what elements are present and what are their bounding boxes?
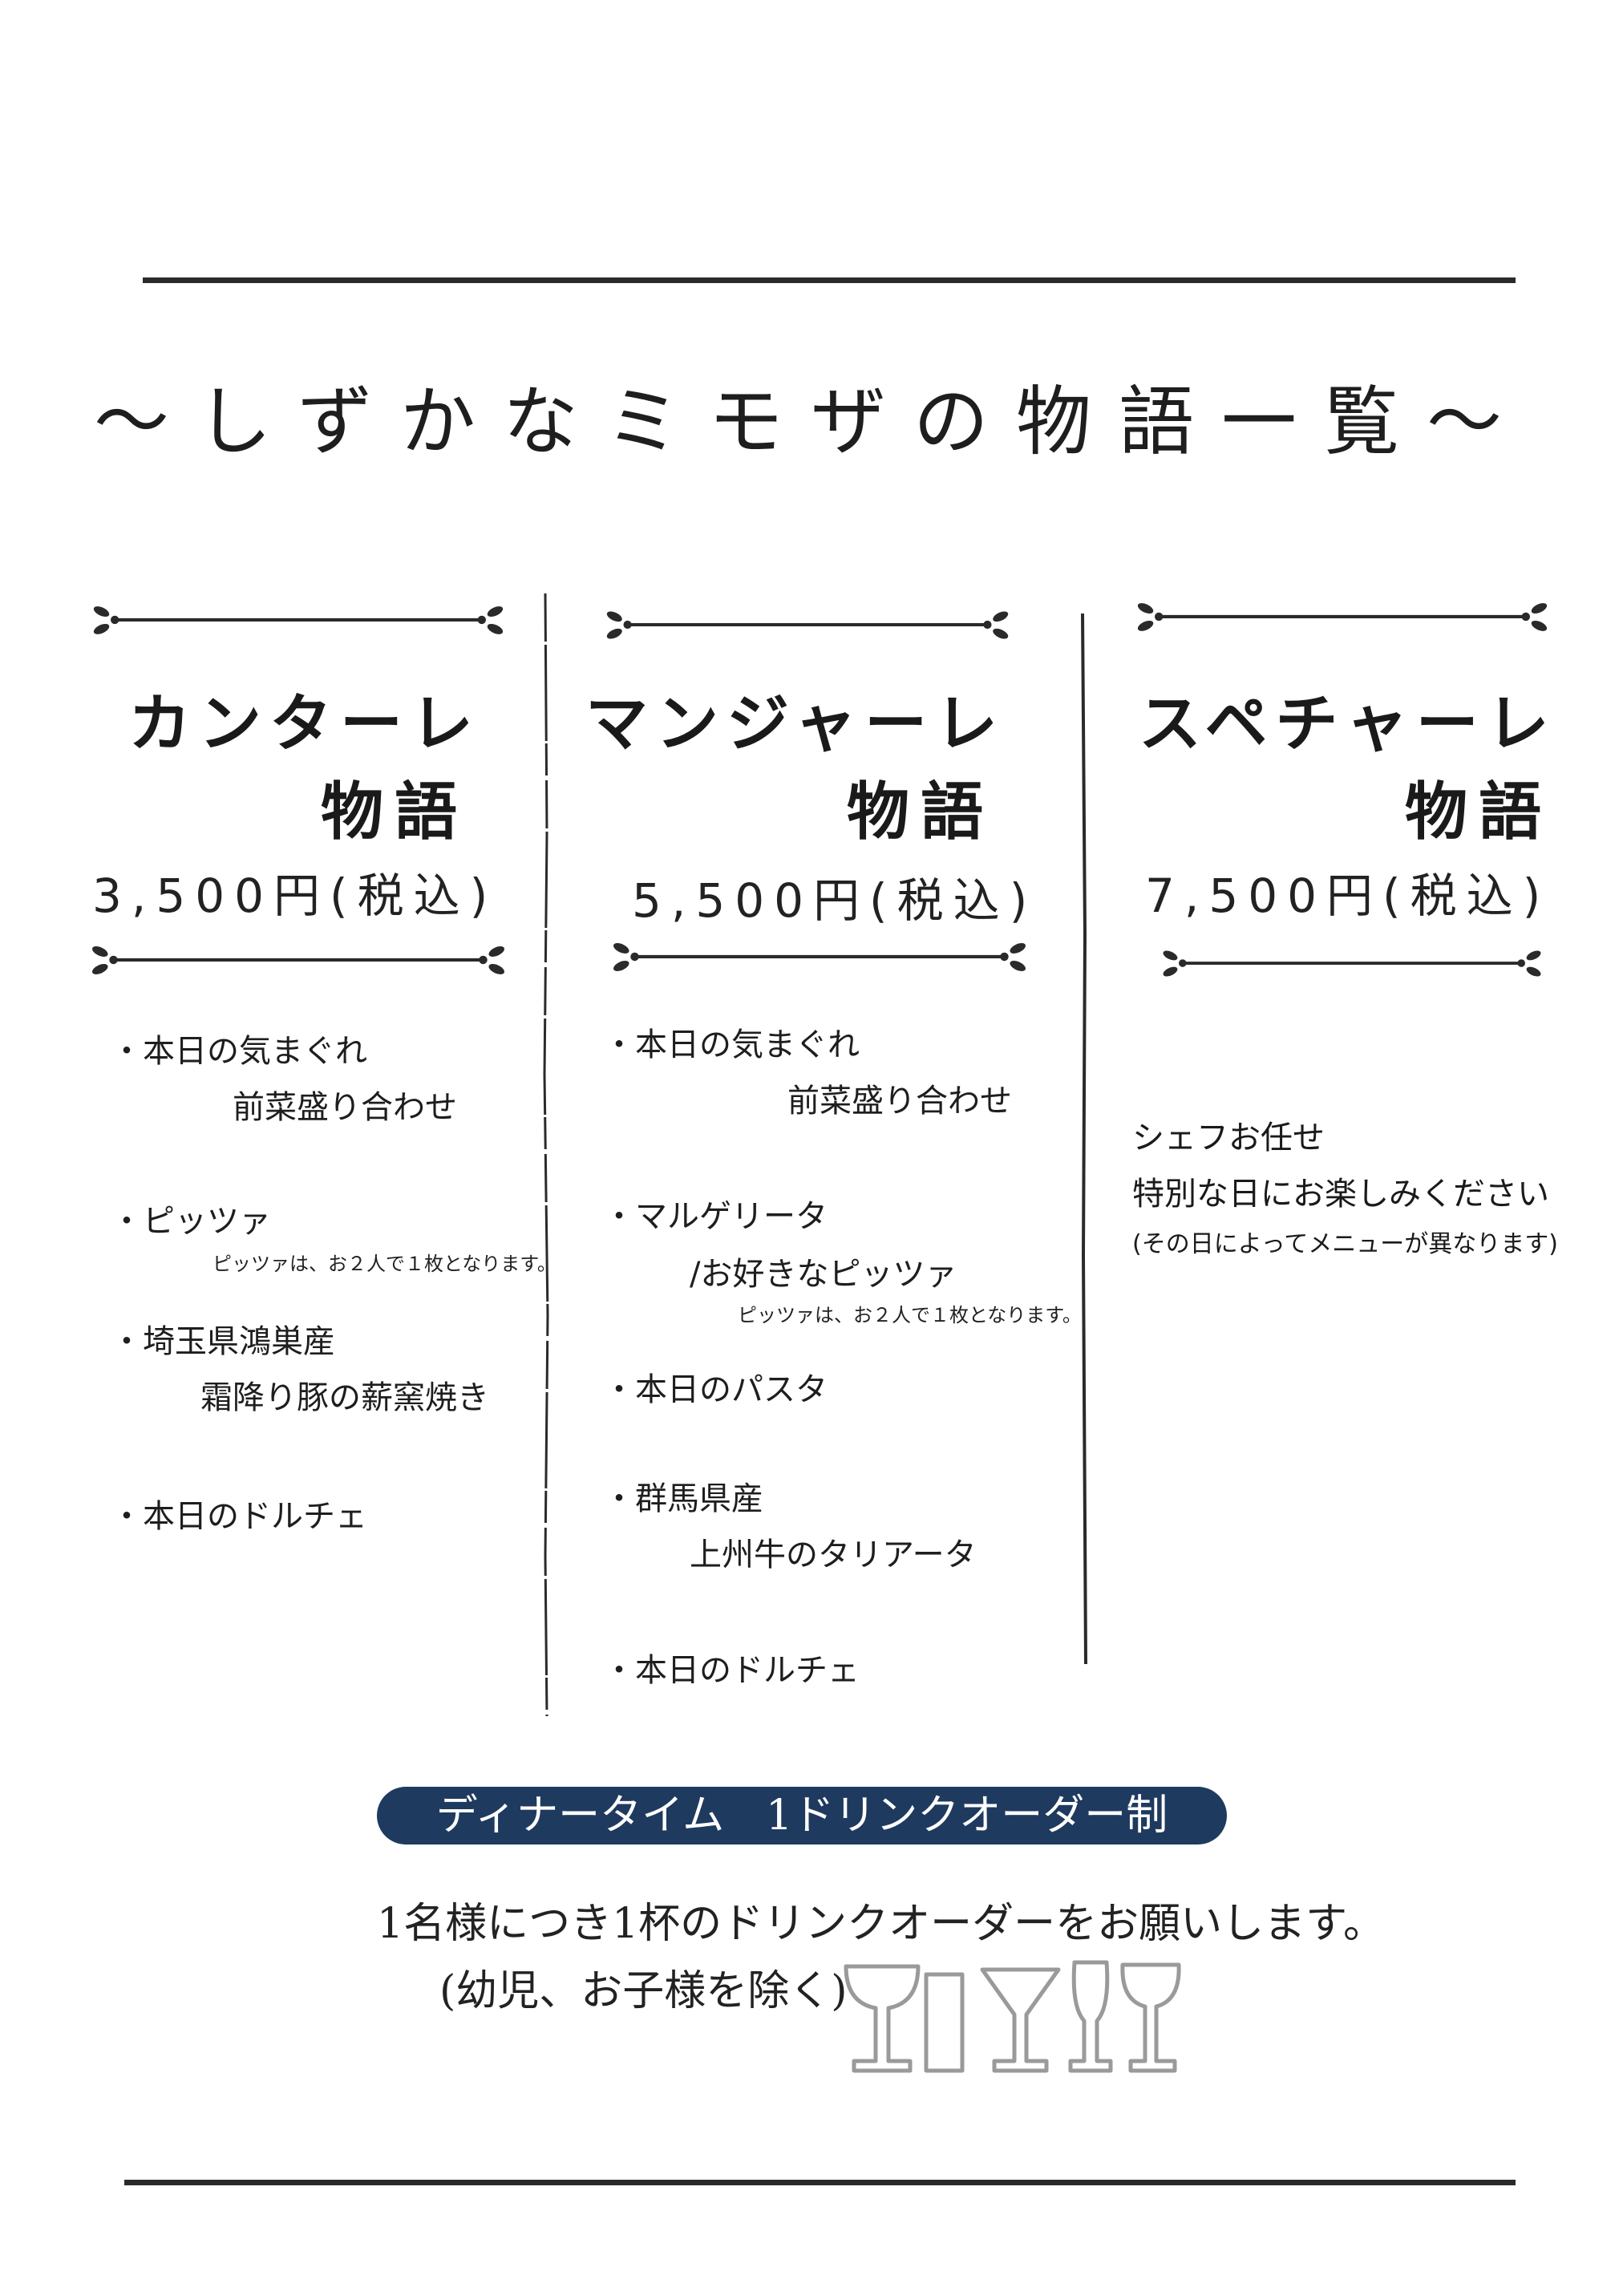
chef-note: (その日によってメニューが異なります) — [1132, 1230, 1559, 1258]
plan-name-mangiare: マンジャーレ — [585, 688, 1006, 760]
plan-name-cantare: カンターレ — [128, 688, 482, 760]
ornament-divider-icon — [1160, 947, 1544, 980]
list-item: ・マルゲリータ — [603, 1198, 828, 1235]
list-item: 上州牛のタリアータ — [690, 1537, 977, 1573]
plan-price-cantare: 3,500円(税込) — [92, 869, 498, 923]
list-item: 前菜盛り合わせ — [233, 1089, 457, 1126]
list-item: 霜降り豚の薪窯焼き — [200, 1379, 489, 1416]
column-separator-2 — [1081, 613, 1087, 1664]
list-item: ・本日の気まぐれ — [603, 1027, 860, 1063]
list-item: 前菜盛り合わせ — [787, 1083, 1012, 1120]
chef-choice-line: シェフお任せ — [1132, 1120, 1325, 1156]
plan-price-speciale: 7,500円(税込) — [1145, 869, 1551, 923]
ornament-divider-icon — [587, 940, 1052, 975]
drink-banner: ディナータイム 1ドリンクオーダー制 — [377, 1787, 1227, 1844]
list-item: ・本日のドルチェ — [111, 1498, 367, 1535]
plan-price-mangiare: 5,500円(税込) — [632, 873, 1038, 928]
plan-sub-cantare: 物語 — [321, 776, 469, 848]
bottom-rule — [124, 2180, 1516, 2185]
glassware-icon — [844, 1960, 1181, 2073]
list-item: ・ピッツァ — [111, 1203, 271, 1240]
list-item: ・群馬県産 — [603, 1480, 763, 1517]
pizza-note: ピッツァは、お２人で１枚となります。 — [738, 1304, 1082, 1326]
chef-special-line: 特別な日にお楽しみください — [1132, 1176, 1549, 1213]
list-item: /お好きなピッツァ — [690, 1256, 957, 1293]
list-item: ・本日の気まぐれ — [111, 1033, 367, 1070]
drink-exception-line: (幼児、お子様を除く) — [439, 1967, 848, 2015]
ornament-divider-icon — [603, 608, 1012, 643]
ornament-divider-icon — [83, 943, 513, 978]
page-title: 〜しずかなミモザの物語一覧〜 — [93, 379, 1530, 466]
drink-banner-text: ディナータイム 1ドリンクオーダー制 — [435, 1792, 1168, 1840]
list-item: ・本日のパスタ — [603, 1371, 828, 1408]
ornament-divider-icon — [90, 603, 507, 638]
list-item: ・本日のドルチェ — [603, 1652, 860, 1689]
plan-sub-speciale: 物語 — [1405, 776, 1553, 848]
top-rule — [143, 277, 1516, 283]
plan-name-speciale: スペチャーレ — [1139, 688, 1557, 760]
column-separator-1 — [543, 593, 549, 1716]
plan-sub-mangiare: 物語 — [847, 776, 995, 848]
pizza-note: ピッツァは、お２人で１枚となります。 — [212, 1253, 557, 1275]
ornament-divider-icon — [1134, 600, 1551, 635]
drink-order-line: 1名様につき1杯のドリンクオーダーをお願いします。 — [377, 1900, 1385, 1948]
list-item: ・埼玉県鴻巣産 — [111, 1323, 335, 1360]
